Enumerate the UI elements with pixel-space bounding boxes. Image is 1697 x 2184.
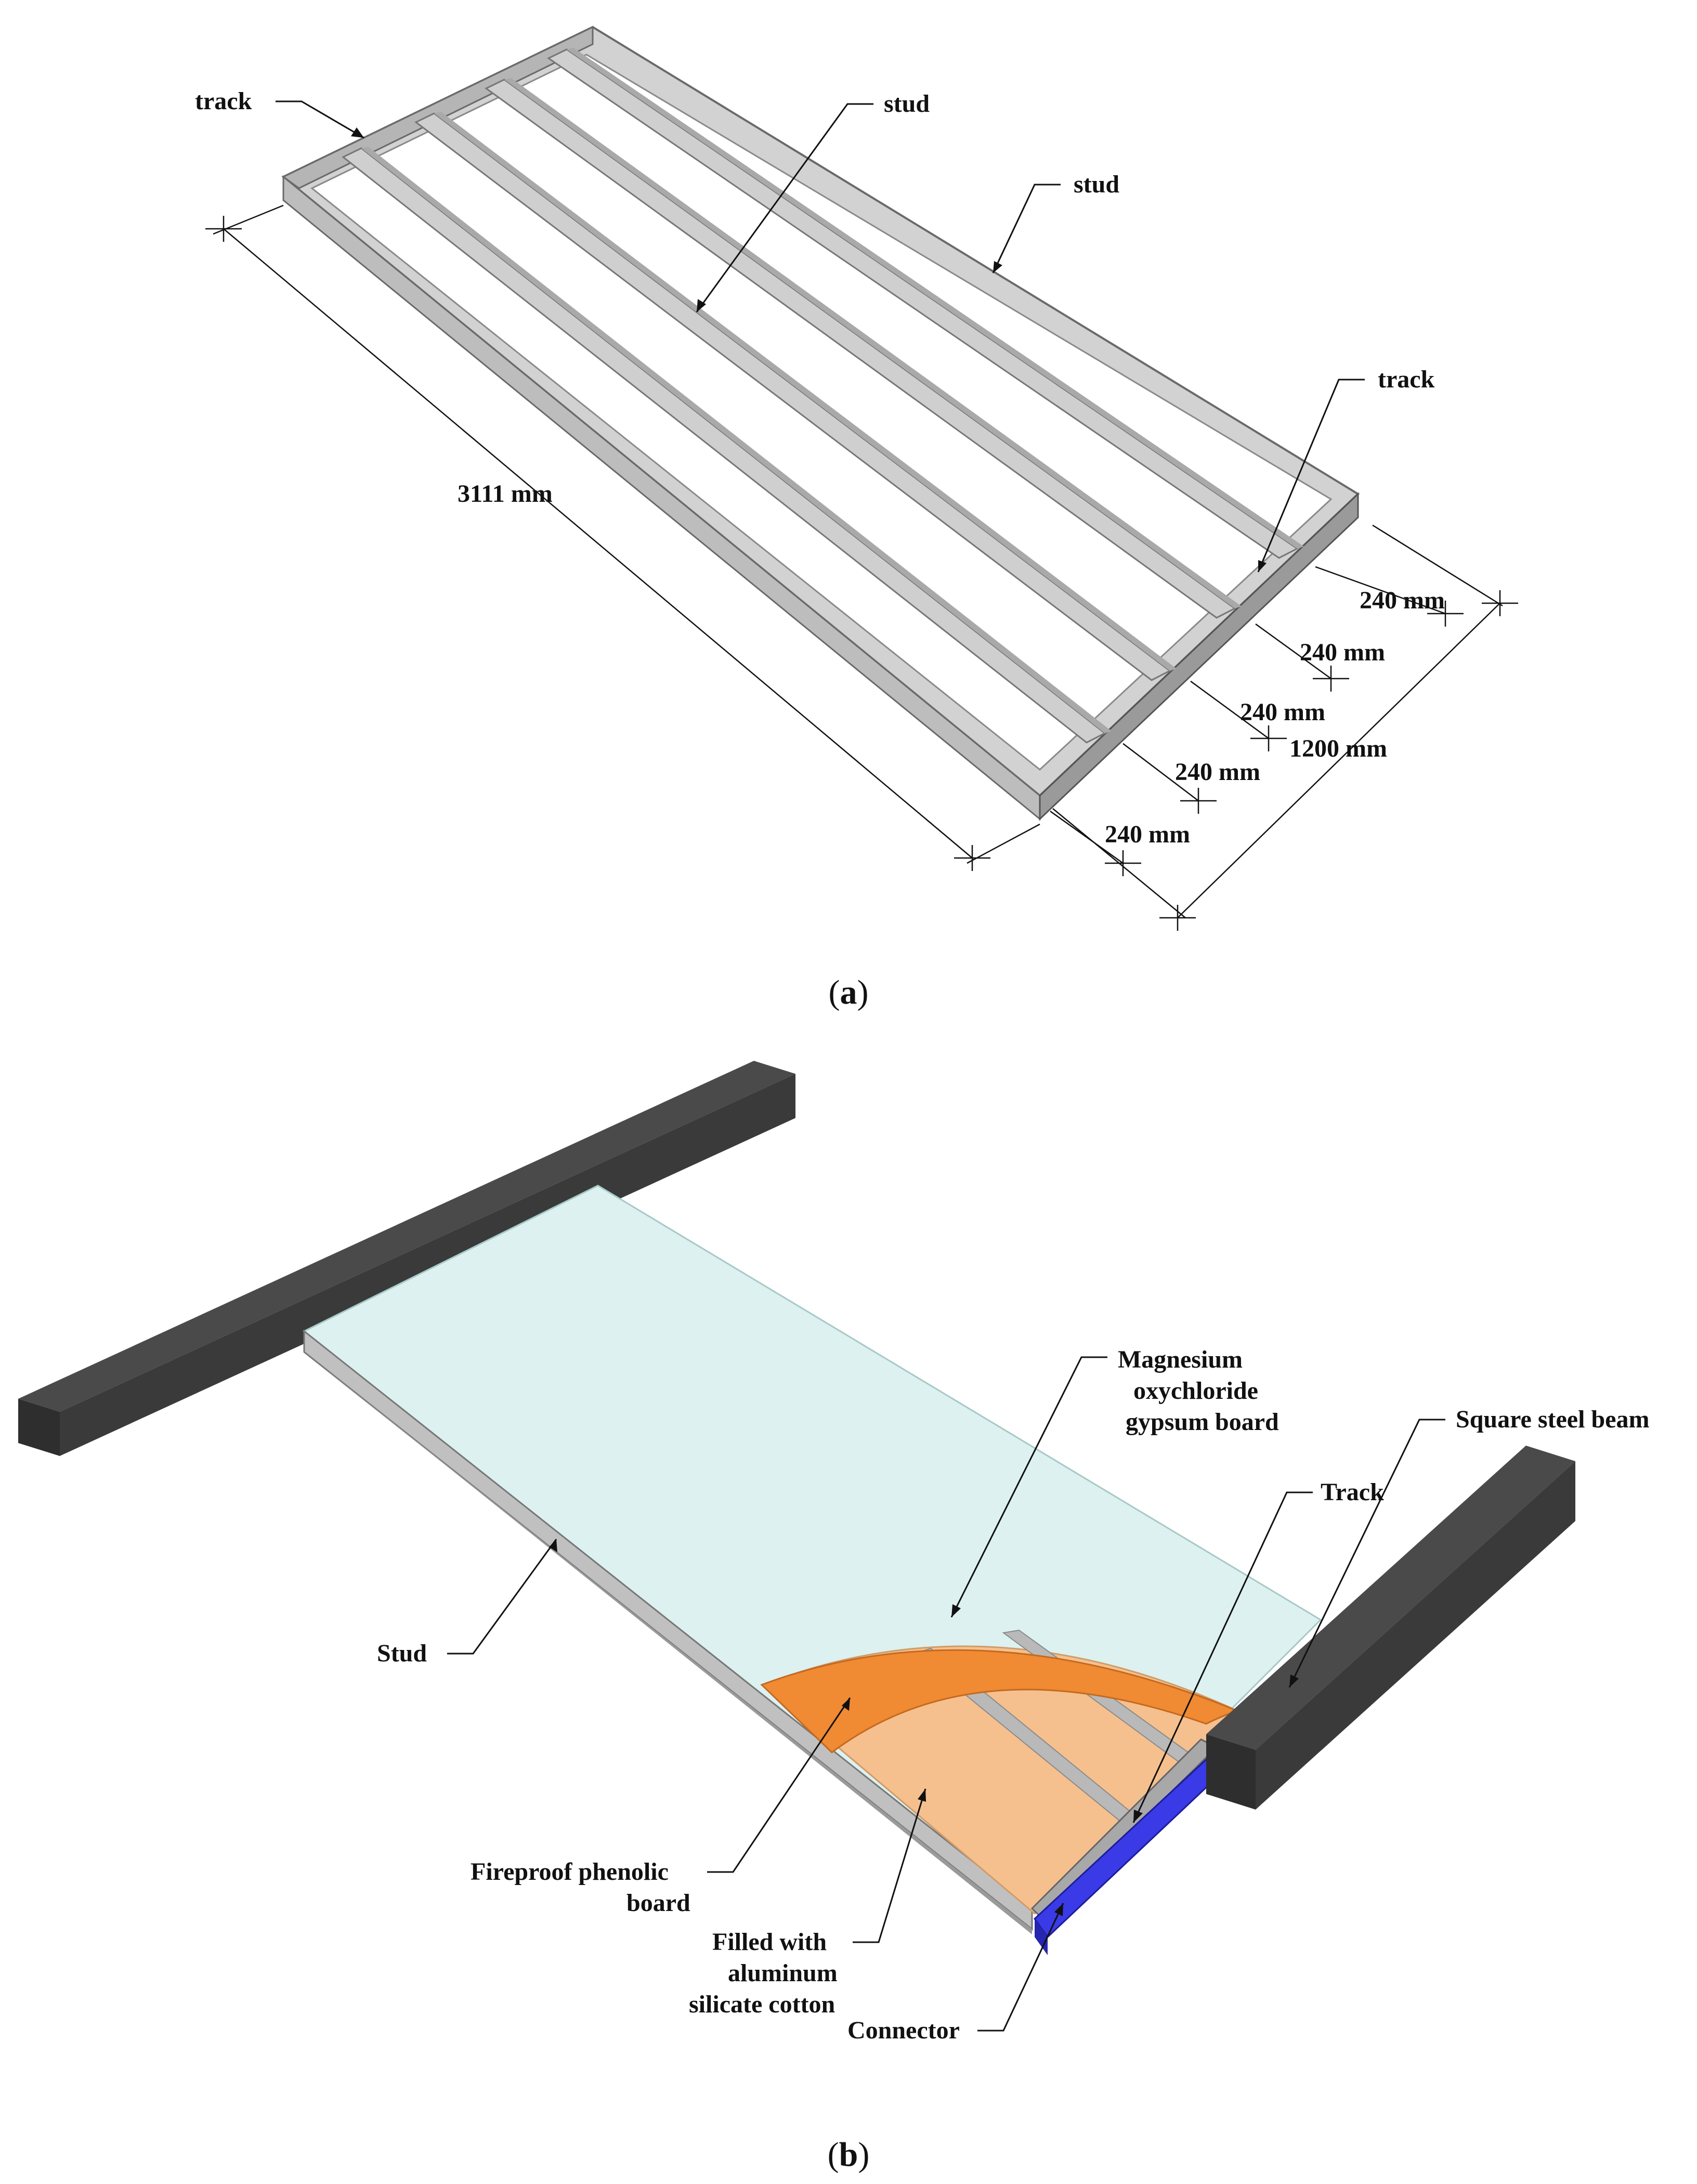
arrowhead xyxy=(951,1604,961,1617)
leader-track-top xyxy=(276,100,364,139)
dim-length-line xyxy=(223,228,973,859)
label-board-2: oxychloride xyxy=(1133,1377,1258,1405)
stud-3-shade xyxy=(504,78,1242,608)
panel-a-ticks xyxy=(205,216,1518,931)
leader-board xyxy=(950,1356,1107,1618)
stud-shadows xyxy=(361,48,1304,733)
label-connector: Connector xyxy=(847,2017,960,2044)
tick xyxy=(1180,788,1217,814)
dim-width-line xyxy=(1177,603,1500,918)
label-stud-edge: stud xyxy=(1074,171,1119,198)
leader-stud-edge xyxy=(992,184,1061,274)
leader-cotton xyxy=(853,1788,926,1943)
tick xyxy=(205,216,242,242)
label-track-right: track xyxy=(1378,366,1435,393)
bottom-track-face xyxy=(1039,492,1359,821)
dim-label-spacing-3: 240 mm xyxy=(1240,698,1325,726)
leader-stud-middle xyxy=(696,103,873,313)
dim-spacing-3 xyxy=(1190,680,1269,739)
panel-a-frame: track stud stud track 3111 mm 240 mm 240… xyxy=(195,25,1518,1011)
arrowhead xyxy=(351,127,364,138)
panel-a-callouts xyxy=(276,100,1365,573)
stud-1-shade xyxy=(361,147,1112,733)
label-board-3: gypsum board xyxy=(1126,1408,1279,1436)
tick xyxy=(954,845,990,871)
panel-a-arrowheads xyxy=(351,127,1267,572)
dim-label-spacing-1: 240 mm xyxy=(1105,821,1190,848)
arrowhead xyxy=(1258,560,1267,572)
dim-spacing-5 xyxy=(1315,566,1446,615)
dim-length-ext-bottom xyxy=(967,823,1040,864)
left-beam-top xyxy=(18,1061,795,1412)
caption-a-open: ( xyxy=(829,973,840,1011)
dim-label-spacing-4: 240 mm xyxy=(1300,639,1385,666)
arrowhead xyxy=(993,261,1002,273)
leader-track xyxy=(1132,1491,1313,1823)
dim-spacing-4 xyxy=(1255,623,1332,680)
panel-a-dimensions xyxy=(213,204,1503,918)
caption-b-letter: b xyxy=(839,2136,858,2174)
arrowhead xyxy=(918,1789,926,1802)
caption-b: (b) xyxy=(828,2136,870,2174)
dim-spacing-2 xyxy=(1122,743,1199,801)
caption-a-close: ) xyxy=(857,973,869,1011)
left-beam-side xyxy=(60,1074,795,1456)
stud-4-shade xyxy=(567,48,1304,549)
dim-width-ext-b xyxy=(1372,524,1503,607)
right-steel-beam xyxy=(1206,1446,1575,1810)
stud-bottom-face xyxy=(304,1352,1032,1934)
dim-spacing-1 xyxy=(1050,810,1124,864)
caption-b-close: ) xyxy=(858,2136,869,2174)
panel-b-assembly: Magnesium oxychloride gypsum board Squar… xyxy=(18,1061,1649,2174)
label-filled-3: silicate cotton xyxy=(689,1991,835,2018)
label-phenolic-2: board xyxy=(626,1889,690,1917)
tick xyxy=(1427,601,1464,627)
tick xyxy=(1159,905,1196,931)
caption-b-open: ( xyxy=(828,2136,839,2174)
leader-connector xyxy=(977,1903,1064,2032)
arrowhead xyxy=(842,1698,850,1711)
tick xyxy=(1482,590,1518,616)
label-stud-middle: stud xyxy=(884,90,930,118)
dim-label-length: 3111 mm xyxy=(458,480,553,508)
tick xyxy=(1313,666,1349,692)
label-phenolic-1: Fireproof phenolic xyxy=(471,1858,669,1886)
panel-b-arrowheads xyxy=(549,1539,1299,1916)
leader-stud xyxy=(447,1539,557,1655)
right-beam-front xyxy=(1206,1734,1256,1810)
label-beam: Square steel beam xyxy=(1456,1406,1649,1433)
panel-b-callouts xyxy=(447,1356,1445,2032)
label-board-1: Magnesium xyxy=(1118,1346,1243,1373)
arrowhead xyxy=(549,1539,557,1552)
label-track: Track xyxy=(1321,1478,1384,1506)
label-filled-2: aluminum xyxy=(728,1959,838,1987)
dim-label-width: 1200 mm xyxy=(1289,735,1387,762)
stud-2-shade xyxy=(434,112,1177,671)
arrowhead xyxy=(1289,1674,1299,1687)
label-filled-1: Filled with xyxy=(712,1928,827,1956)
dim-label-spacing-2: 240 mm xyxy=(1175,758,1260,786)
leader-track-right xyxy=(1257,379,1365,573)
phenolic-board xyxy=(760,1649,1240,1753)
arrowhead xyxy=(1054,1903,1063,1916)
caption-a-letter: a xyxy=(840,973,857,1011)
right-beam-top xyxy=(1206,1446,1575,1750)
label-stud: Stud xyxy=(377,1640,427,1667)
tick xyxy=(1105,850,1141,876)
dim-label-spacing-5: 240 mm xyxy=(1360,587,1445,614)
leader-beam xyxy=(1288,1419,1445,1688)
left-steel-beam xyxy=(18,1061,795,1456)
leader-phenolic xyxy=(707,1697,851,1873)
studs xyxy=(342,48,1299,744)
caption-a: (a) xyxy=(829,973,869,1011)
arrowhead xyxy=(1133,1810,1143,1823)
tick xyxy=(1250,725,1287,751)
left-beam-front xyxy=(18,1399,60,1456)
arrowhead xyxy=(697,299,706,312)
connector-front xyxy=(1035,1919,1048,1955)
label-track-top: track xyxy=(195,87,252,115)
right-beam-side xyxy=(1256,1461,1575,1810)
